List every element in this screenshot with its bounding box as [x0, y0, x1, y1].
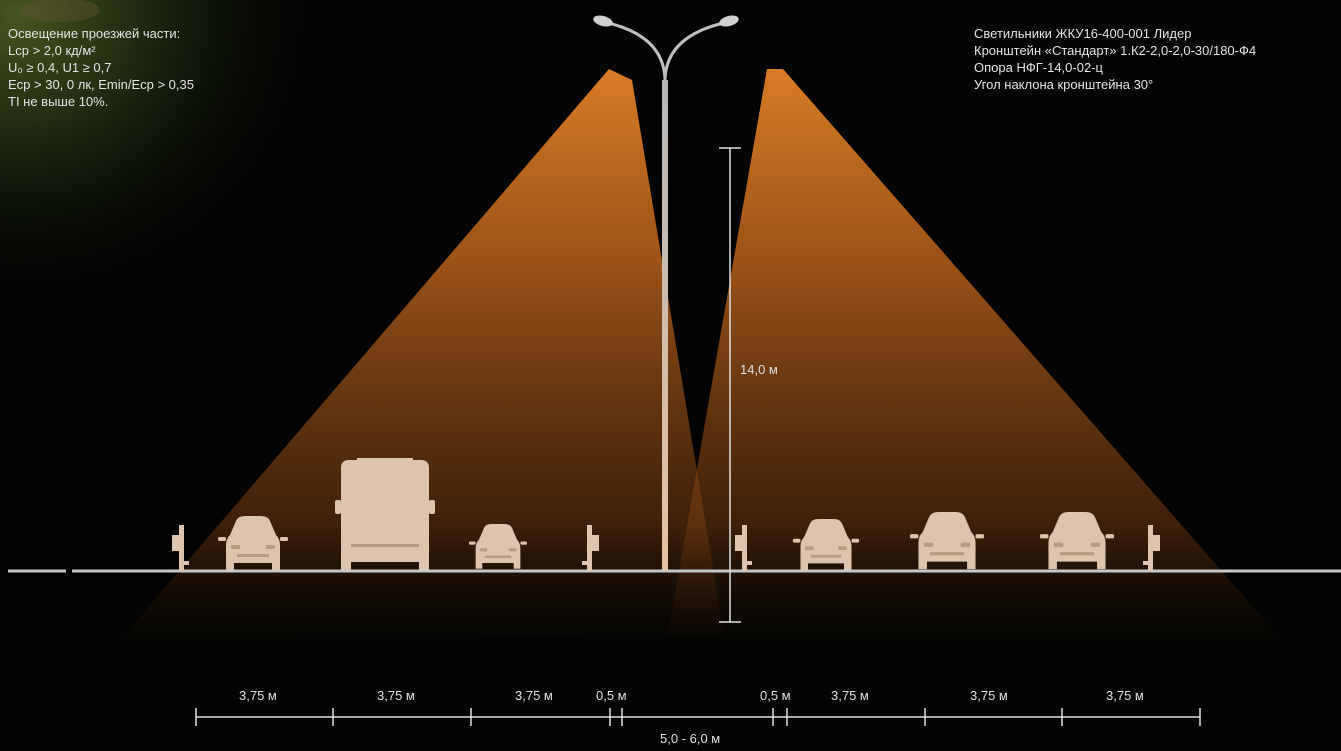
lane-width-label: 3,75 м [1106, 688, 1144, 703]
lane-width-label: 3,75 м [515, 688, 553, 703]
height-label: 14,0 м [740, 362, 778, 377]
requirements-heading: Освещение проезжей части: [8, 26, 181, 41]
equipment-line: Светильники ЖКУ16-400-001 Лидер [974, 26, 1192, 41]
equipment-line: Кронштейн «Стандарт» 1.К2-2,0-2,0-30/180… [974, 43, 1257, 58]
light-cone-right [667, 69, 1282, 640]
equipment-line: Опора НФГ-14,0-02-ц [974, 60, 1103, 75]
shoulder-width-label: 0,5 м [760, 688, 791, 703]
median-width-label: 5,0 - 6,0 м [660, 731, 721, 746]
height-dimension [719, 147, 741, 623]
light-cone-left [120, 69, 724, 640]
requirement-line: Eср > 30, 0 лк, Emin/Eср > 0,35 [8, 77, 194, 92]
shoulder-width-label: 0,5 м [596, 688, 627, 703]
lane-width-label: 3,75 м [970, 688, 1008, 703]
foliage-background [0, 0, 340, 320]
requirement-line: U₀ ≥ 0,4, U1 ≥ 0,7 [8, 60, 112, 75]
equipment-spec: Светильники ЖКУ16-400-001 Лидер Кронштей… [974, 25, 1256, 93]
lane-width-label: 3,75 м [239, 688, 277, 703]
width-dimension-line [195, 708, 1201, 726]
lane-width-label: 3,75 м [377, 688, 415, 703]
requirement-line: Lср > 2,0 кд/м² [8, 43, 96, 58]
requirement-line: TI не выше 10%. [8, 94, 109, 109]
equipment-line: Угол наклона кронштейна 30° [974, 77, 1154, 92]
truck-silhouette-icon [335, 458, 435, 570]
street-lamp-icon [593, 15, 739, 570]
lighting-requirements: Освещение проезжей части: Lср > 2,0 кд/м… [8, 25, 194, 110]
lane-width-label: 3,75 м [831, 688, 869, 703]
